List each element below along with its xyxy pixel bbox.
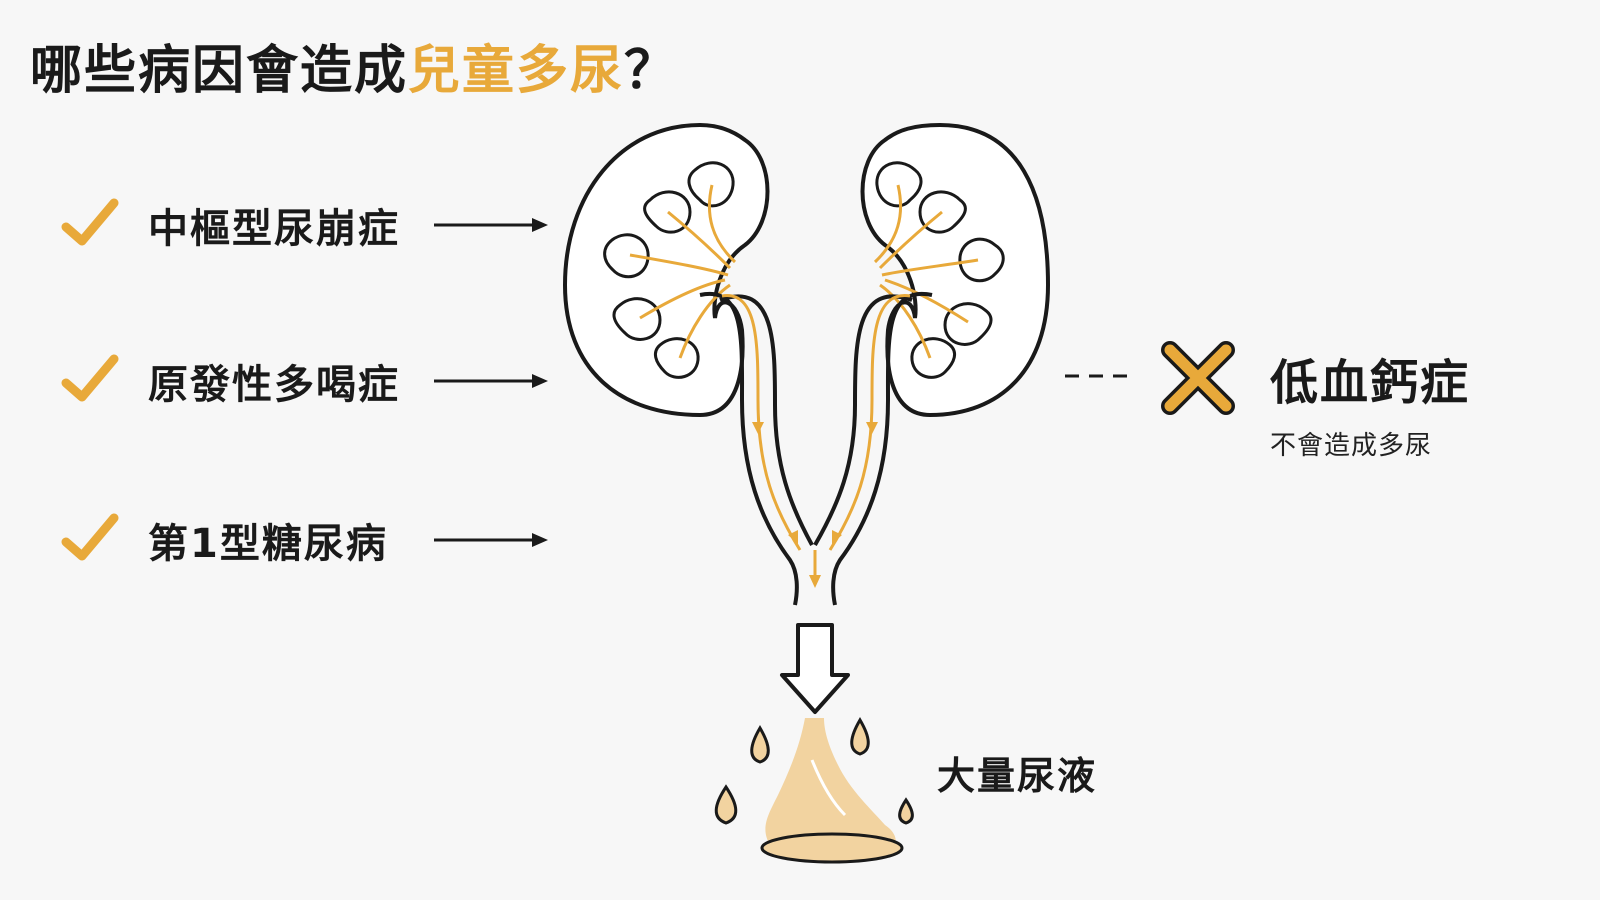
non-cause-item-hypocalcemia: 低血鈣症 [1065, 335, 1565, 425]
ureters [699, 291, 933, 606]
cause-item-primary-polydipsia: 原發性多喝症 [60, 346, 580, 416]
non-cause-label: 低血鈣症 [1270, 355, 1471, 411]
title-highlight: 兒童多尿 [408, 41, 625, 101]
cause-item-central-diabetes-insipidus: 中樞型尿崩症 [60, 190, 580, 260]
check-icon [61, 513, 119, 561]
x-mark-icon [1161, 341, 1235, 415]
page-title: 哪些病因會造成兒童多尿？ [30, 28, 678, 103]
cause-label: 第1型糖尿病 [148, 521, 388, 567]
check-icon [61, 354, 119, 402]
cause-item-type1-diabetes: 第1型糖尿病 [60, 505, 580, 575]
left-kidney [562, 122, 770, 418]
non-cause-note: 不會造成多尿 [1270, 431, 1433, 461]
right-kidney [860, 122, 1051, 418]
urine-droplets [714, 717, 914, 825]
dashed-connector [1065, 374, 1135, 378]
title-prefix: 哪些病因會造成 [30, 41, 409, 101]
arrow-right-icon [434, 218, 548, 232]
arrow-right-icon [434, 533, 548, 547]
output-label: 大量尿液 [937, 754, 1098, 798]
title-suffix: ？ [624, 41, 679, 101]
check-icon [61, 198, 119, 246]
cause-label: 中樞型尿崩症 [148, 206, 400, 252]
down-arrow-icon [780, 623, 850, 714]
urine-splash [760, 718, 904, 864]
droplet-icon [898, 797, 914, 825]
droplet-icon [850, 717, 870, 756]
cause-label: 原發性多喝症 [148, 362, 400, 408]
droplet-icon [714, 784, 738, 825]
arrow-right-icon [434, 374, 548, 388]
droplet-icon [750, 725, 770, 764]
